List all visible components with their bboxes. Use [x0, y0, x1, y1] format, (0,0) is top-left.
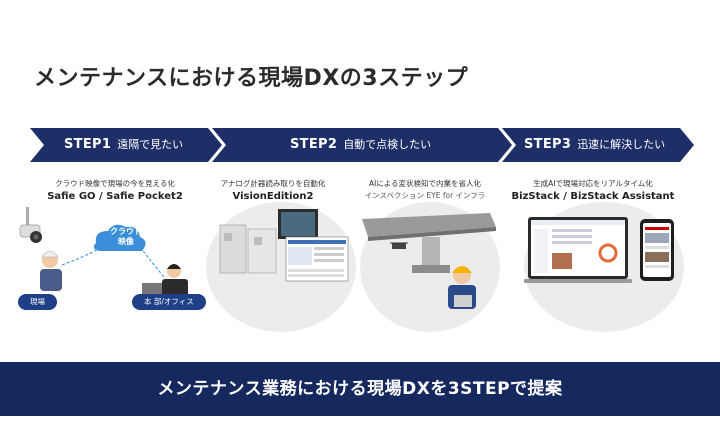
- step1-arrow: [30, 128, 222, 162]
- step2a-illustration: [214, 205, 354, 315]
- step3-caption: 生成AIで現場対応をリアルタイム化 BizStack / BizStack As…: [498, 178, 688, 202]
- step2b-subtitle: AIによる変状検知で内業を省人化: [368, 179, 482, 188]
- tag-site: 現場: [18, 294, 57, 310]
- step3-number: STEP3: [524, 137, 572, 152]
- step2-text: 自動で点検したい: [343, 138, 432, 151]
- step2a-caption: アナログ計器読み取りを自動化 VisionEdition2: [178, 178, 368, 202]
- step1-label: STEP1 遠隔で見たい: [64, 128, 183, 162]
- step3-text: 迅速に解決したい: [577, 138, 666, 151]
- step3-product: BizStack / BizStack Assistant: [511, 191, 675, 202]
- step2-arrow: [212, 128, 512, 162]
- step2b-caption: AIによる変状検知で内業を省人化 インスペクション EYE for インフラ: [330, 178, 520, 201]
- step1-caption: クラウド映像で現場の今を見える化 Safie GO / Safie Pocket…: [20, 178, 210, 202]
- step3-label: STEP3 迅速に解決したい: [524, 128, 665, 162]
- step2b-illustration: [362, 205, 500, 315]
- step1-subtitle: クラウド映像で現場の今を見える化: [55, 179, 175, 188]
- step1-text: 遠隔で見たい: [117, 138, 184, 151]
- cloud-video-label: クラウド 映像: [101, 227, 151, 247]
- step2a-product: VisionEdition2: [232, 191, 314, 202]
- step2-number: STEP2: [290, 137, 338, 152]
- step2-label: STEP2 自動で点検したい: [290, 128, 431, 162]
- step3-illustration: [524, 213, 694, 293]
- step2b-subtitle2: インスペクション EYE for インフラ: [364, 191, 486, 200]
- step2a-subtitle: アナログ計器読み取りを自動化: [220, 179, 326, 188]
- banner-text: メンテナンス業務における現場DXを3STEPで提案: [157, 379, 563, 399]
- page-title: メンテナンスにおける現場DXの3ステップ: [34, 66, 469, 91]
- cloud-video-label-text: クラウド 映像: [110, 227, 142, 246]
- step1-number: STEP1: [64, 137, 112, 152]
- step3-arrow: [502, 128, 694, 162]
- step-arrow-bar: [0, 128, 720, 162]
- step3-subtitle: 生成AIで現場対応をリアルタイム化: [533, 179, 653, 188]
- tag-office: 本 部/オフィス: [132, 294, 206, 310]
- bottom-banner: [0, 362, 720, 416]
- step1-product: Safie GO / Safie Pocket2: [47, 191, 183, 202]
